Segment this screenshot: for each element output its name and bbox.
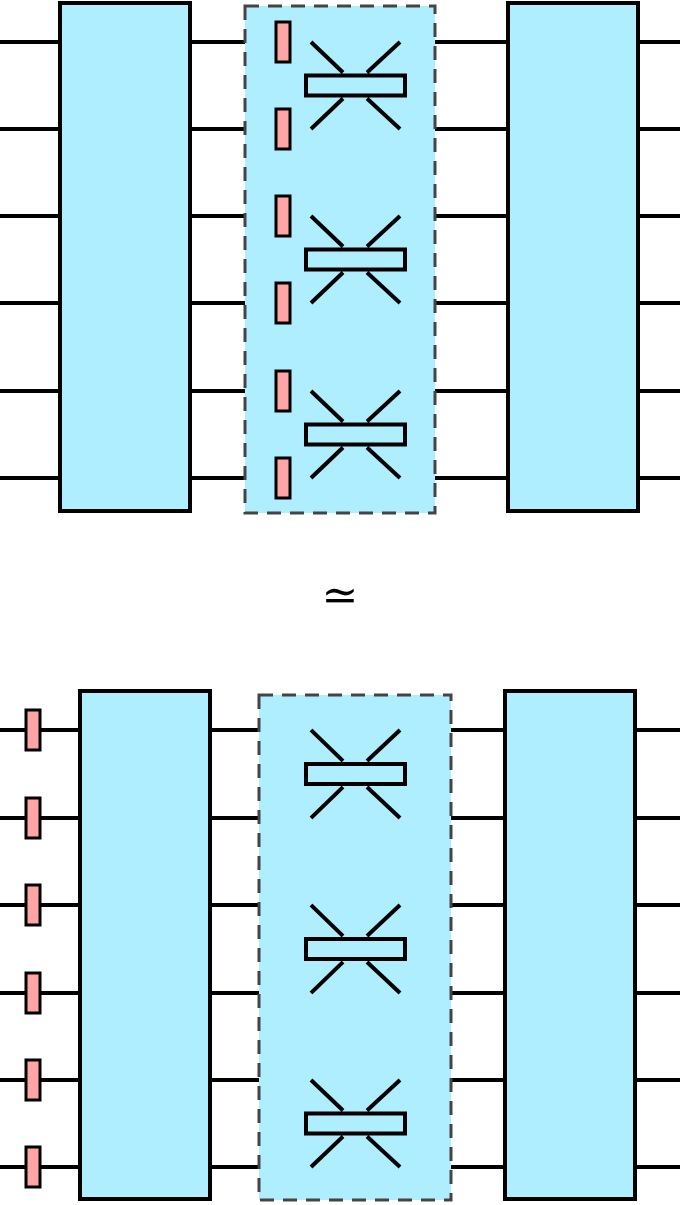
coupler-arm <box>309 389 345 423</box>
phase-shifter <box>274 20 292 64</box>
beam-splitter <box>304 1111 407 1136</box>
left-unitary-block <box>58 1 192 513</box>
coupler-arm <box>309 40 345 74</box>
coupler-arm <box>309 214 345 248</box>
beam-splitter <box>304 762 407 786</box>
beam-splitter <box>304 247 407 272</box>
coupler-arm <box>309 903 345 938</box>
coupler-arm <box>309 446 345 480</box>
right-unitary-block <box>503 689 637 1201</box>
beam-splitter <box>304 937 407 961</box>
right-unitary-block <box>506 1 640 513</box>
coupler-arm <box>365 785 402 820</box>
left-unitary-block <box>78 689 212 1201</box>
coupler-arm <box>309 785 345 820</box>
beam-splitter <box>304 73 407 98</box>
phase-shifter <box>24 1145 42 1189</box>
phase-shifter <box>274 194 292 238</box>
beam-splitter <box>304 422 407 447</box>
coupler-arm <box>365 389 402 423</box>
phase-shifter <box>24 796 42 840</box>
coupler-arm <box>365 271 402 305</box>
coupler-arm <box>365 40 402 74</box>
phase-shifter <box>24 971 42 1015</box>
coupler-arm <box>309 1078 345 1112</box>
coupler-arm <box>365 960 402 995</box>
coupler-arm <box>365 446 402 480</box>
phase-shifter <box>274 281 292 325</box>
coupler-arm <box>309 97 345 131</box>
phase-shifter <box>274 456 292 500</box>
coupler-arm <box>365 1078 402 1112</box>
coupler-arm <box>365 728 402 763</box>
coupler-arm <box>309 1135 345 1169</box>
phase-shifter <box>274 369 292 413</box>
coupler-arm <box>365 903 402 938</box>
phase-shifter <box>274 107 292 151</box>
coupler-arm <box>309 728 345 763</box>
phase-shifter <box>24 1058 42 1102</box>
equivalence-symbol: ≃ <box>321 570 359 621</box>
coupler-arm <box>309 271 345 305</box>
phase-shifter <box>24 883 42 927</box>
coupler-arm <box>309 960 345 995</box>
coupler-arm <box>365 1135 402 1169</box>
phase-shifter <box>24 708 42 752</box>
coupler-arm <box>365 214 402 248</box>
coupler-arm <box>365 97 402 131</box>
